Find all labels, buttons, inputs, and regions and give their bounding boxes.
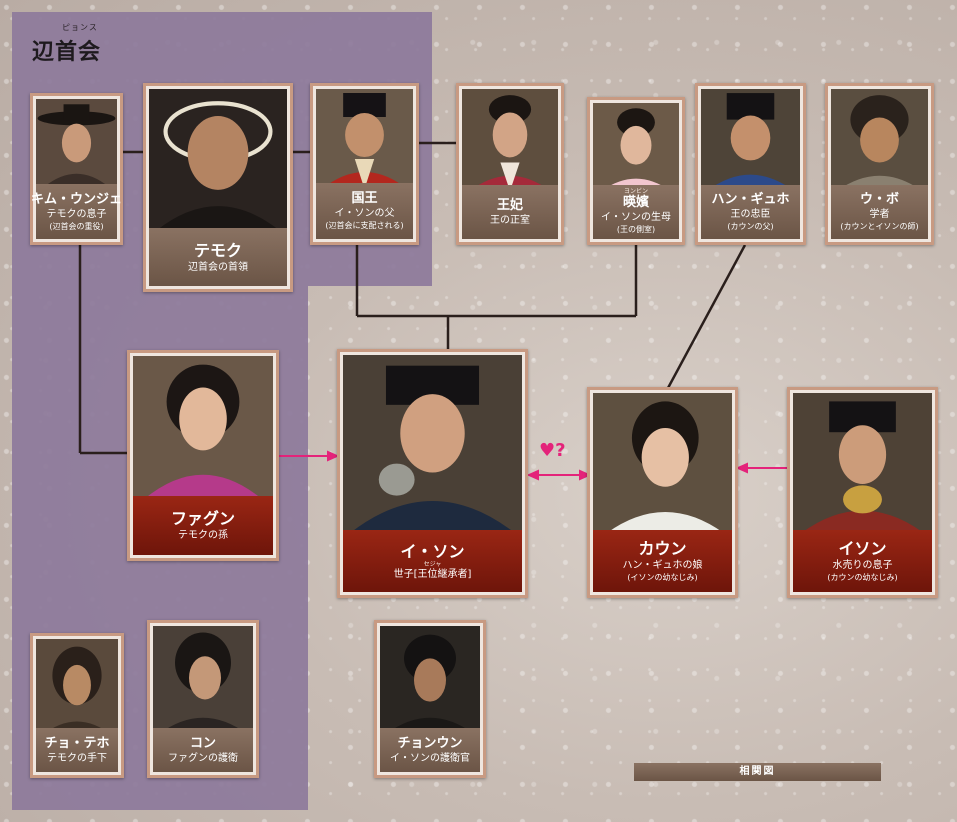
character-role: 辺首会の首領 — [188, 261, 248, 273]
character-role: 王の正室 — [490, 214, 530, 226]
character-note: (王の側室) — [616, 225, 656, 234]
character-name: ウ・ボ — [859, 192, 899, 207]
portrait-photo — [793, 393, 932, 533]
portrait-photo — [593, 103, 679, 191]
portrait-photo — [380, 626, 480, 734]
group-ruby: ピョンス — [62, 23, 98, 32]
character-role: テモクの手下 — [47, 752, 107, 764]
portrait-photo — [133, 356, 273, 499]
character-name: 王妃 — [496, 197, 523, 213]
character-name: イソン — [838, 539, 887, 558]
card-han-gyuho[interactable]: ハン・ギュホ 王の忠臣 (カウンの父) — [695, 83, 806, 245]
character-role: 世子[王位継承者] — [393, 568, 472, 580]
card-temok[interactable]: テモク 辺首会の首領 — [143, 83, 293, 292]
portrait-photo — [593, 393, 732, 533]
group-title: 辺首会 — [32, 39, 102, 65]
character-name: チョンウン — [397, 735, 463, 751]
character-note: (辺首会に支配される) — [325, 221, 404, 230]
character-role: 水売りの息子 — [832, 560, 893, 571]
character-note: (カウンの幼なじみ) — [827, 573, 898, 582]
character-role: イ・ソンの護衛官 — [390, 752, 470, 764]
card-kaun[interactable]: カウン ハン・ギュホの娘 (イソンの幼なじみ) — [587, 387, 738, 598]
character-name: キム・ウンジェ — [31, 191, 123, 207]
card-fagun[interactable]: ファグン テモクの孫 — [127, 350, 279, 561]
character-role: テモクの孫 — [178, 530, 228, 541]
character-role: ファグンの護衛 — [168, 752, 238, 764]
character-note: (イソンの幼なじみ) — [627, 573, 698, 582]
character-name: カウン — [638, 539, 687, 558]
info-plate: ファグン テモクの孫 — [133, 496, 273, 555]
info-plate: チョンウン イ・ソンの護衛官 — [380, 728, 480, 772]
portrait-photo — [701, 89, 800, 191]
love-question-mark: ♥? — [539, 440, 566, 461]
info-plate: コン ファグンの護衛 — [153, 728, 253, 772]
info-plate: テモク 辺首会の首領 — [149, 228, 287, 286]
portrait-photo — [149, 89, 287, 231]
character-note: (辺首会の重役) — [49, 221, 104, 231]
info-plate: チョ・テホ テモクの手下 — [36, 728, 118, 772]
card-ison-commoner[interactable]: イソン 水売りの息子 (カウンの幼なじみ) — [787, 387, 938, 598]
card-king[interactable]: 国王 イ・ソンの父 (辺首会に支配される) — [310, 83, 419, 245]
portrait-photo — [153, 626, 253, 734]
card-u-bo[interactable]: ウ・ボ 学者 (カウンとイソンの師) — [825, 83, 934, 245]
card-cho-teho[interactable]: チョ・テホ テモクの手下 — [30, 633, 124, 778]
portrait-photo — [831, 89, 928, 191]
info-plate: キム・ウンジェ テモクの息子 (辺首会の重役) — [31, 184, 122, 239]
character-ruby: ヨンビン — [623, 188, 648, 195]
character-name: コン — [189, 735, 216, 751]
portrait-photo — [462, 89, 558, 191]
portrait-photo — [36, 639, 118, 735]
character-name: 暎嬪 — [622, 195, 649, 210]
character-role: イ・ソンの父 — [334, 208, 395, 219]
card-i-son[interactable]: イ・ソン セジャ 世子[王位継承者] — [337, 349, 528, 598]
character-note: (カウンとイソンの師) — [840, 222, 919, 231]
info-plate: 国王 イ・ソンの父 (辺首会に支配される) — [316, 183, 413, 239]
card-chonun[interactable]: チョンウン イ・ソンの護衛官 — [374, 620, 486, 778]
card-consort[interactable]: ヨンビン 暎嬪 イ・ソンの生母 (王の側室) — [587, 97, 685, 245]
character-name: ファグン — [170, 509, 235, 528]
info-plate: ヨンビン 暎嬪 イ・ソンの生母 (王の側室) — [593, 185, 679, 239]
portrait-photo — [343, 355, 522, 533]
character-name: ハン・ギュホ — [711, 192, 790, 207]
card-queen[interactable]: 王妃 王の正室 — [456, 83, 564, 245]
info-plate: カウン ハン・ギュホの娘 (イソンの幼なじみ) — [593, 530, 732, 592]
character-name: 国王 — [351, 191, 378, 206]
card-kon[interactable]: コン ファグンの護衛 — [147, 620, 259, 778]
character-note: (カウンの父) — [727, 222, 774, 231]
character-role: テモクの息子 — [46, 208, 107, 220]
character-role: ハン・ギュホの娘 — [622, 560, 703, 571]
info-plate: ハン・ギュホ 王の忠臣 (カウンの父) — [701, 185, 800, 239]
character-name: チョ・テホ — [44, 735, 110, 751]
card-kim-unje[interactable]: キム・ウンジェ テモクの息子 (辺首会の重役) — [30, 93, 123, 245]
legend-label: 相関図 — [634, 763, 881, 781]
character-role: 学者 — [869, 209, 890, 220]
character-role: 王の忠臣 — [730, 209, 771, 220]
character-role: イ・ソンの生母 — [601, 212, 671, 223]
info-plate: イソン 水売りの息子 (カウンの幼なじみ) — [793, 530, 932, 592]
info-plate: 王妃 王の正室 — [462, 185, 558, 239]
character-ruby: セジャ — [423, 560, 442, 568]
portrait-photo — [36, 99, 117, 187]
info-plate: ウ・ボ 学者 (カウンとイソンの師) — [831, 185, 928, 239]
portrait-photo — [316, 89, 413, 189]
character-name: イ・ソン — [400, 541, 465, 561]
character-name: テモク — [193, 240, 242, 260]
info-plate: イ・ソン セジャ 世子[王位継承者] — [343, 530, 522, 592]
